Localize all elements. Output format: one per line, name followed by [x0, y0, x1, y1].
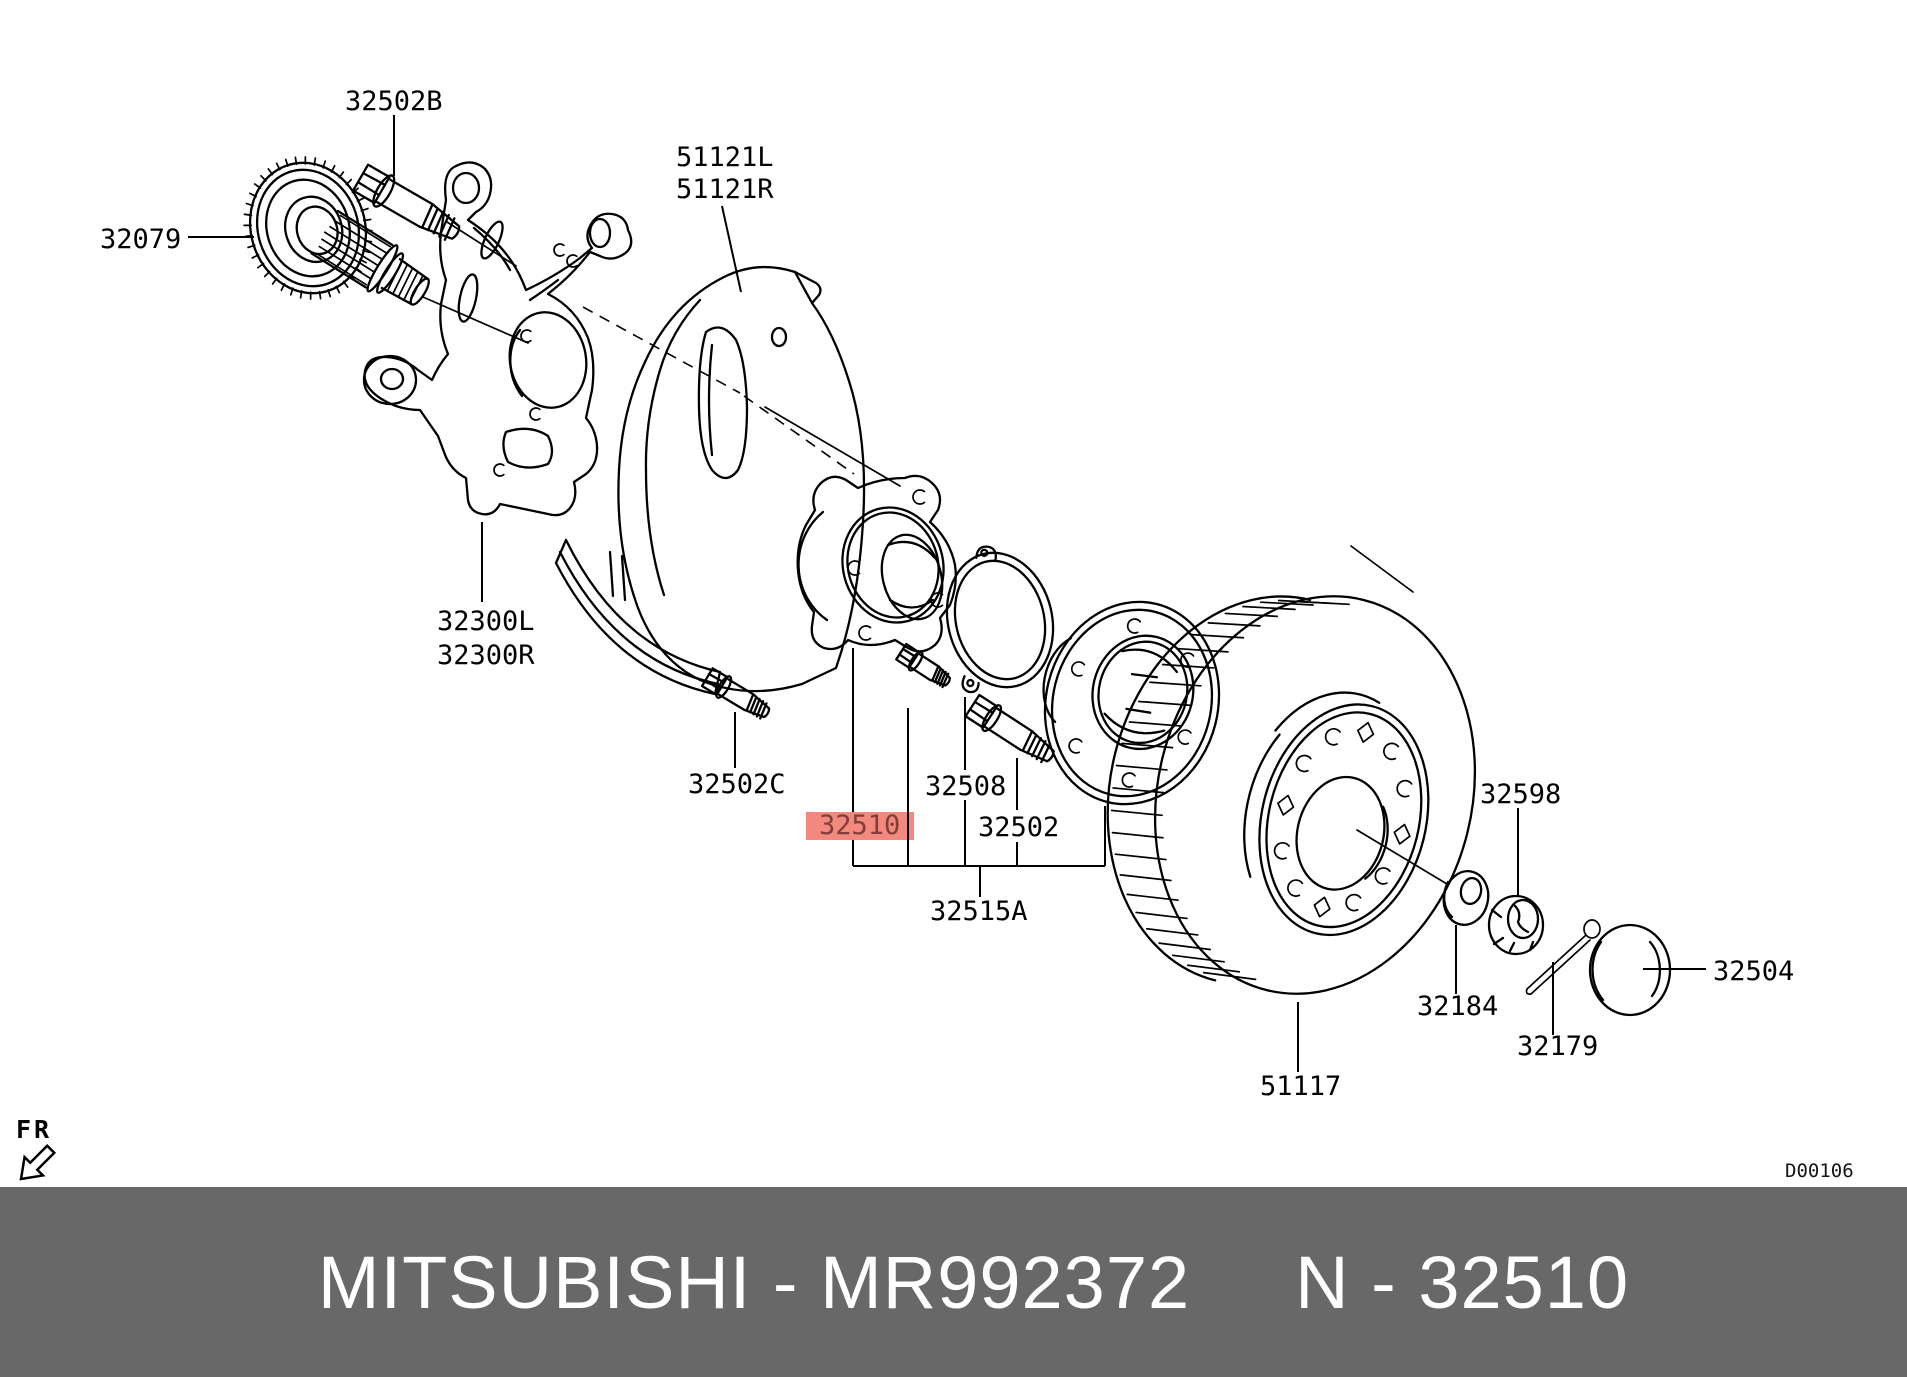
dust-shield-drawing: [554, 265, 866, 696]
footer-brand-part-number: MITSUBISHI - MR992372: [317, 1240, 1191, 1324]
castle-nut-drawing: [1487, 894, 1545, 956]
part-label-32504[interactable]: 32504: [1713, 956, 1794, 987]
brake-disc-drawing: [1106, 595, 1477, 995]
wheel-stud-drawing: [964, 693, 1055, 764]
part-label-51121l[interactable]: 51121L: [676, 142, 774, 173]
part-label-32515a[interactable]: 32515A: [930, 896, 1028, 927]
hub-bearing-drawing: [796, 474, 957, 653]
part-label-32502[interactable]: 32502: [978, 812, 1059, 843]
part-label-32300r[interactable]: 32300R: [437, 640, 535, 671]
part-label-32079[interactable]: 32079: [100, 224, 181, 255]
fr-indicator: FR: [16, 1115, 57, 1181]
leader-lines: [188, 115, 1706, 1072]
part-label-32502c[interactable]: 32502C: [688, 769, 786, 800]
doc-code: D00106: [1785, 1160, 1854, 1182]
steering-knuckle-drawing: [362, 161, 633, 517]
part-label-32508[interactable]: 32508: [925, 771, 1006, 802]
part-label-32179[interactable]: 32179: [1517, 1031, 1598, 1062]
hidden-axis-dashed-line: [582, 306, 855, 475]
knuckle-bolt-drawing: [351, 163, 461, 241]
fr-label: FR: [16, 1115, 52, 1144]
cotter-pin-drawing: [1525, 919, 1601, 995]
washer-drawing: [1442, 870, 1490, 926]
part-label-51121r[interactable]: 51121R: [676, 174, 774, 205]
front-direction-arrow-icon: [19, 1143, 57, 1181]
footer-bar: MITSUBISHI - MR992372 N - 32510: [0, 1187, 1907, 1377]
part-label-32502b[interactable]: 32502B: [345, 86, 443, 117]
part-label-32184[interactable]: 32184: [1417, 991, 1498, 1022]
part-label-51117[interactable]: 51117: [1260, 1071, 1341, 1102]
stub-shaft-drawing: [310, 209, 430, 306]
gasket-drawing: [945, 545, 1055, 694]
footer-ref-part-number: N - 32510: [1295, 1240, 1630, 1324]
shield-bolt-drawing: [700, 667, 771, 720]
highlighted-part-marker: [806, 812, 914, 840]
part-label-32300l[interactable]: 32300L: [437, 606, 535, 637]
hub-small-bolt-drawing: [895, 642, 952, 689]
part-label-32598[interactable]: 32598: [1480, 779, 1561, 810]
part-label-32510[interactable]: 32510: [819, 810, 900, 841]
part-label-32510-group: 32510: [806, 708, 914, 866]
